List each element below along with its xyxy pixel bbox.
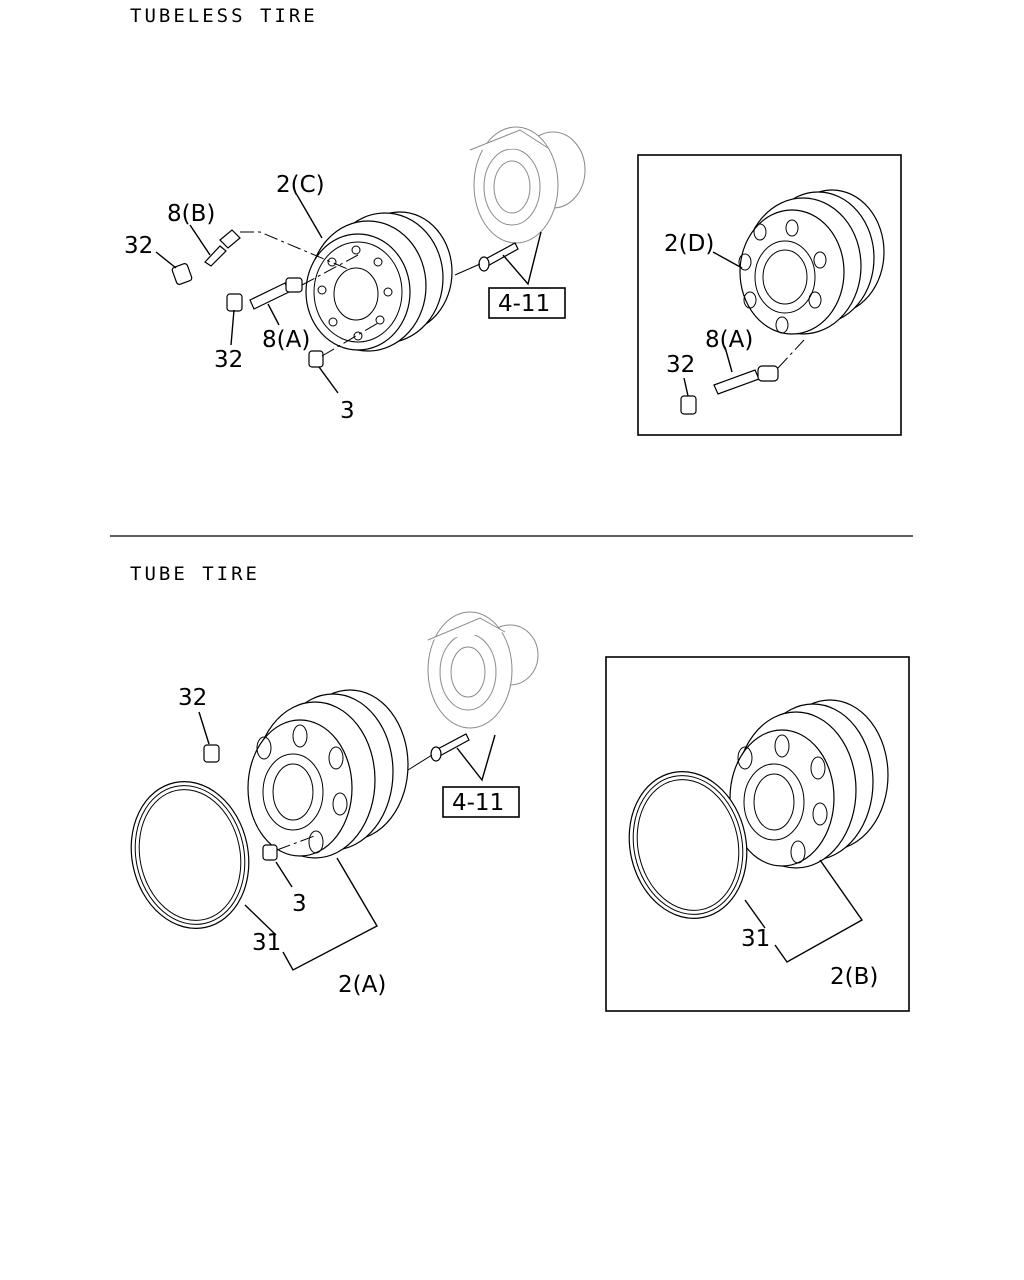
inset-cap-32 [680,395,697,415]
tubeless-inset-box [637,154,902,436]
label-inset-wheel-2b: 2(B) [830,964,878,990]
tube-cap-32 [203,744,220,763]
cap-32-lower [226,293,243,312]
label-hub-ref-lower: 4-11 [452,790,504,816]
inset-wheel-2d [738,189,885,335]
tube-inset-box [605,656,910,1012]
tubeless-hub-bolt [478,242,519,272]
tube-hub [427,611,539,729]
label-nut-3: 3 [340,398,355,424]
label-tube-ring-31: 31 [252,930,281,956]
tube-wheel-2a [247,689,409,859]
ref-box-lower [442,786,520,818]
tube-section-title: TUBE TIRE [130,563,260,585]
cap-32-upper [171,263,193,285]
label-cap-32-upper: 32 [124,233,153,259]
inset-side-ring-31 [628,771,748,919]
tubeless-wheel-2c [305,211,453,352]
tube-nut-3 [262,844,278,861]
hub-ref-leader [502,231,542,286]
tubeless-hub [469,126,586,244]
inset-valve-8a [713,365,779,395]
valve-8a [249,277,303,310]
label-valve-8a: 8(A) [262,327,310,353]
label-wheel-2c: 2(C) [276,172,325,198]
label-hub-ref-upper: 4-11 [498,291,550,317]
tubeless-section-title: TUBELESS TIRE [130,5,318,27]
ref-box-upper [488,287,566,319]
label-tube-wheel-2a: 2(A) [338,972,386,998]
tube-side-ring-31 [130,781,250,929]
label-tube-nut-3: 3 [292,891,307,917]
hub-ref-leader-lower [456,734,496,782]
label-tube-cap-32: 32 [178,685,207,711]
tube-hub-bolt [430,733,470,762]
label-valve-8b: 8(B) [167,201,215,227]
valve-8b [204,229,241,267]
label-cap-32-lower: 32 [214,347,243,373]
label-inset-ring-31: 31 [741,926,770,952]
label-inset-wheel-2d: 2(D) [664,231,714,257]
nut-3 [308,350,324,368]
label-inset-valve-8a: 8(A) [705,327,753,353]
inset-wheel-2b [729,699,889,869]
label-inset-cap-32: 32 [666,352,695,378]
